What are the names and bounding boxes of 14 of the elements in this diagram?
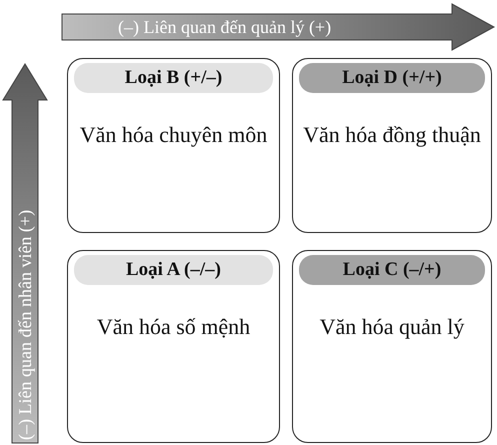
quadrant-text: Văn hóa chuyên môn <box>78 121 268 149</box>
quadrant-card <box>292 250 492 443</box>
quadrant-text: Văn hóa quản lý <box>318 313 466 341</box>
quadrant-card <box>67 58 280 233</box>
quadrant-text: Văn hóa số mệnh <box>96 313 252 341</box>
axis-label: (–) Liên quan đến nhân viên (+) <box>14 210 36 440</box>
quadrant-heading: Loại C (–/+) <box>299 255 485 285</box>
quadrant-card <box>67 250 280 443</box>
quadrant-text: Văn hóa đồng thuận <box>302 121 482 149</box>
quadrant-heading: Loại B (+/–) <box>74 63 273 93</box>
quadrant-heading: Loại D (+/+) <box>299 63 485 93</box>
axis-label: (–) Liên quan đến quản lý (+) <box>118 16 332 38</box>
quadrant-heading: Loại A (–/–) <box>74 255 273 285</box>
quadrant-card <box>292 58 492 233</box>
